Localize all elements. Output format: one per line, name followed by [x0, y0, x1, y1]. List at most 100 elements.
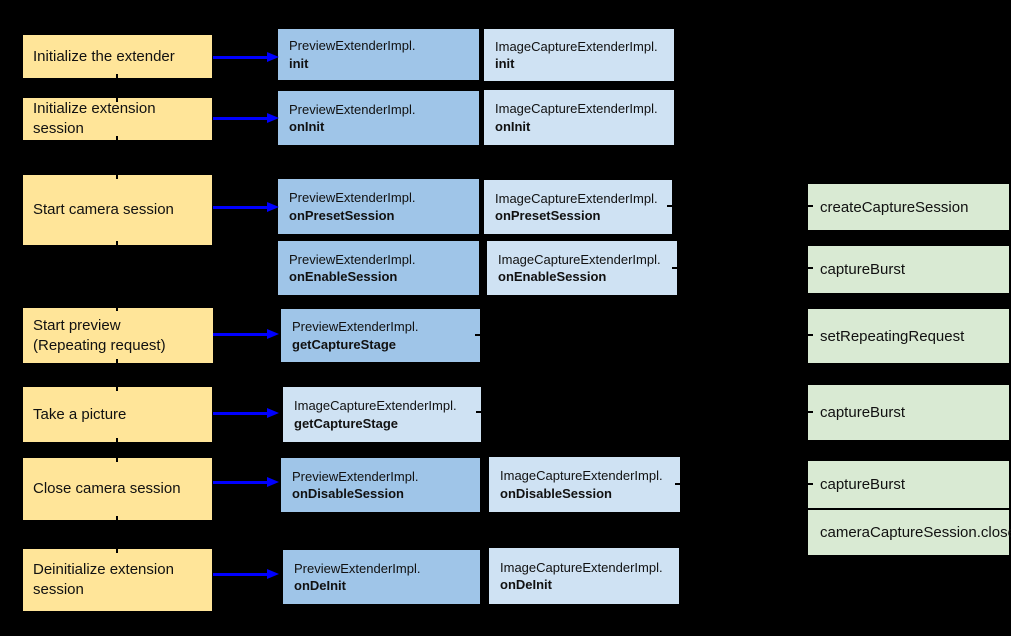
flow-arrow	[213, 477, 279, 488]
callback-box-preview-getcapturestage: PreviewExtenderImpl. getCaptureStage	[281, 309, 480, 362]
step-connector-line	[116, 438, 118, 462]
step-box-deinitialize-extension-session: Deinitialize extension session	[23, 549, 212, 611]
flow-arrow	[213, 52, 279, 63]
step-box-close-camera-session: Close camera session	[23, 458, 212, 520]
callback-method: onDeInit	[294, 578, 346, 593]
callback-method: onPresetSession	[495, 208, 601, 223]
step-connector-line	[116, 136, 118, 179]
callback-box-imagecapture-onpresetsession: ImageCaptureExtenderImpl. onPresetSessio…	[484, 180, 672, 234]
callback-method: onInit	[495, 118, 531, 134]
callback-owner: PreviewExtenderImpl.	[289, 38, 416, 53]
flow-arrow	[213, 113, 279, 124]
arrow-line	[213, 206, 270, 209]
camera2-label: captureBurst	[820, 476, 906, 493]
callback-box-imagecapture-ondisablesession: ImageCaptureExtenderImpl. onDisableSessi…	[489, 457, 680, 512]
step-label: Close camera session	[33, 480, 181, 497]
arrow-line	[213, 412, 270, 415]
callback-box-preview-init: PreviewExtenderImpl. init	[278, 29, 479, 80]
step-label: Initialize extension session	[33, 100, 156, 137]
step-box-initialize-the-extender: Initialize the extender	[23, 35, 212, 78]
camera2-box-setrepeatingrequest: setRepeatingRequest	[808, 309, 1009, 363]
callback-to-camera2-connector-line	[667, 205, 813, 207]
callback-method: getCaptureStage	[292, 336, 397, 352]
arrow-line	[213, 56, 270, 59]
callback-owner: PreviewExtenderImpl.	[289, 101, 416, 117]
callback-box-imagecapture-getcapturestage: ImageCaptureExtenderImpl. getCaptureStag…	[283, 387, 481, 442]
callback-method: onDeInit	[500, 577, 552, 592]
step-label: Take a picture	[33, 405, 127, 423]
arrow-head-icon	[267, 477, 279, 487]
camera2-box-captureburst-take-picture: captureBurst	[808, 385, 1009, 440]
step-label: Start preview (Repeating request)	[33, 316, 166, 354]
callback-owner: ImageCaptureExtenderImpl.	[495, 190, 658, 206]
callback-method: onDisableSession	[292, 486, 404, 501]
callback-box-imagecapture-oninit: ImageCaptureExtenderImpl. onInit	[484, 90, 674, 145]
callback-box-preview-ondeinit: PreviewExtenderImpl. onDeInit	[283, 550, 480, 604]
step-connector-line	[116, 74, 118, 102]
step-label: Start camera session	[33, 201, 174, 218]
camera2-label: createCaptureSession	[820, 198, 969, 216]
arrow-head-icon	[267, 202, 279, 212]
camera2-label: captureBurst	[820, 261, 906, 278]
camera2-box-captureburst-close-session: captureBurst	[808, 461, 1009, 508]
callback-box-preview-onenablesession: PreviewExtenderImpl. onEnableSession	[278, 241, 479, 295]
callback-owner: PreviewExtenderImpl.	[289, 190, 416, 205]
camera2-box-captureburst-start-session: captureBurst	[808, 246, 1009, 293]
step-label: Initialize the extender	[33, 47, 175, 65]
callback-owner: ImageCaptureExtenderImpl.	[500, 559, 663, 575]
arrow-head-icon	[267, 113, 279, 123]
arrow-head-icon	[267, 329, 279, 339]
callback-method: onEnableSession	[289, 269, 398, 284]
arrow-line	[213, 481, 270, 484]
callback-method: init	[289, 55, 309, 71]
arrow-line	[213, 117, 270, 120]
step-box-take-a-picture: Take a picture	[23, 387, 212, 442]
step-label: Deinitialize extension session	[33, 561, 174, 598]
callback-method: getCaptureStage	[294, 415, 399, 431]
step-box-start-camera-session: Start camera session	[23, 175, 212, 245]
callback-method: onEnableSession	[498, 269, 607, 284]
arrow-head-icon	[267, 569, 279, 579]
step-box-initialize-extension-session: Initialize extension session	[23, 98, 212, 140]
callback-to-camera2-connector-line	[476, 411, 813, 413]
callback-box-preview-onpresetsession: PreviewExtenderImpl. onPresetSession	[278, 179, 479, 234]
callback-method: onInit	[289, 119, 325, 134]
callback-box-preview-oninit: PreviewExtenderImpl. onInit	[278, 91, 479, 145]
callback-method: onPresetSession	[289, 207, 395, 223]
flow-arrow	[213, 202, 279, 213]
callback-owner: ImageCaptureExtenderImpl.	[495, 101, 658, 116]
camera2-box-createcapturesession: createCaptureSession	[808, 184, 1009, 230]
camera2-box-cameracapturesession-close: cameraCaptureSession.close	[808, 510, 1011, 555]
callback-method: init	[495, 56, 515, 71]
flow-arrow	[213, 408, 279, 419]
callback-box-imagecapture-onenablesession: ImageCaptureExtenderImpl. onEnableSessio…	[487, 241, 677, 295]
camera2-label: setRepeatingRequest	[820, 327, 965, 345]
camera2-label: cameraCaptureSession.close	[820, 524, 1011, 541]
camera2-label: captureBurst	[820, 404, 906, 421]
arrow-line	[213, 333, 270, 336]
callback-to-camera2-connector-line	[672, 267, 813, 269]
callback-to-camera2-connector-line	[675, 483, 813, 485]
arrow-head-icon	[267, 52, 279, 62]
callback-owner: PreviewExtenderImpl.	[292, 468, 419, 484]
callback-owner: PreviewExtenderImpl.	[289, 251, 416, 267]
flow-arrow	[213, 329, 279, 340]
callback-owner: ImageCaptureExtenderImpl.	[495, 38, 658, 54]
callback-owner: PreviewExtenderImpl.	[294, 560, 421, 576]
flow-arrow	[213, 569, 279, 580]
callback-box-imagecapture-ondeinit: ImageCaptureExtenderImpl. onDeInit	[489, 548, 679, 604]
step-connector-line	[116, 516, 118, 553]
arrow-line	[213, 573, 270, 576]
callback-owner: ImageCaptureExtenderImpl.	[500, 468, 663, 483]
arrow-head-icon	[267, 408, 279, 418]
callback-owner: ImageCaptureExtenderImpl.	[294, 398, 457, 413]
callback-owner: PreviewExtenderImpl.	[292, 319, 419, 334]
callback-owner: ImageCaptureExtenderImpl.	[498, 251, 661, 267]
step-box-start-preview: Start preview (Repeating request)	[23, 308, 213, 363]
callback-to-camera2-connector-line	[475, 334, 813, 336]
callback-box-preview-ondisablesession: PreviewExtenderImpl. onDisableSession	[281, 458, 480, 512]
step-connector-line	[116, 359, 118, 391]
callback-box-imagecapture-init: ImageCaptureExtenderImpl. init	[484, 29, 674, 81]
callback-method: onDisableSession	[500, 485, 612, 501]
